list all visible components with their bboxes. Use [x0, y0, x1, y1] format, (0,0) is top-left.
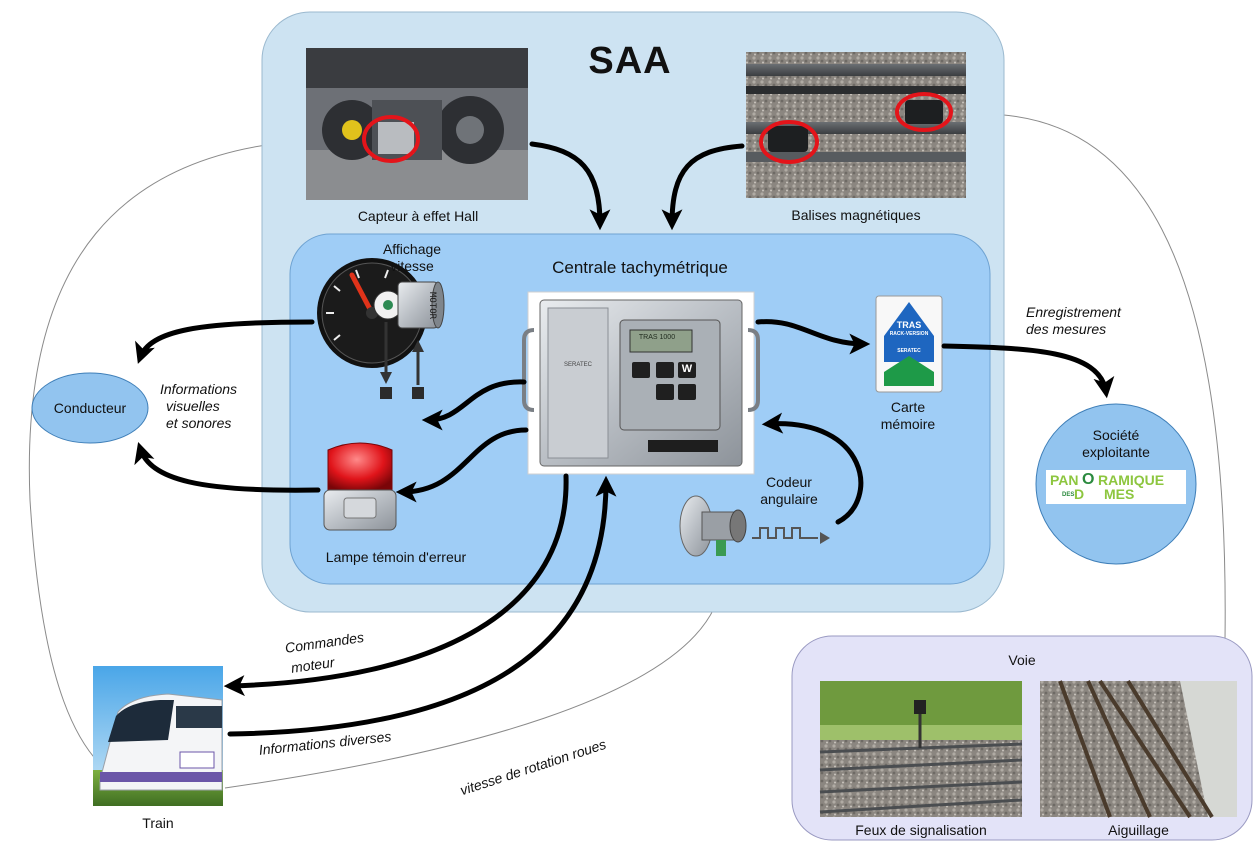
voie-photo-feux [819, 681, 1023, 817]
voie-photo-aiguillage [1040, 679, 1237, 819]
carte-label-2: mémoire [880, 416, 936, 432]
logo-d: D [1074, 486, 1085, 502]
conducteur-label: Conducteur [53, 400, 127, 416]
balises-label: Balises magnétiques [791, 207, 921, 223]
capteur-photo [306, 48, 528, 200]
train-photo [93, 666, 223, 806]
affichage-label-1: Affichage [382, 241, 442, 257]
balises-photo [746, 52, 966, 198]
arrow-capteur-centrale [529, 141, 611, 231]
affichage-label-2: vitesse [390, 258, 434, 274]
train-label: Train [142, 815, 174, 831]
device-key-w: W [681, 363, 693, 375]
carte-card-line1: TRAS [896, 320, 922, 330]
info-visuelles-2: visuelles [166, 398, 220, 414]
arrow-affichage-conducteur [135, 319, 315, 364]
arrow-carte-societe [941, 343, 1115, 399]
societe-label-1: Société [1092, 427, 1140, 443]
line-codeur-train [224, 577, 723, 789]
codeur-label-1: Codeur [766, 474, 812, 490]
voie-feux-label: Feux de signalisation [855, 822, 987, 838]
info-visuelles-1: Informations [160, 381, 238, 397]
arrow-commandes-moteur [223, 473, 569, 697]
carte-graphic [875, 295, 943, 393]
logo-des: DES [1062, 492, 1075, 498]
logo-o: O [1082, 471, 1095, 488]
arrow-centrale-affichage [421, 379, 527, 431]
capteur-label: Capteur à effet Hall [357, 208, 479, 224]
arrow-balises-centrale [661, 143, 745, 231]
affichage-graphic [317, 258, 445, 399]
saa-title: SAA [588, 40, 672, 82]
logo-mes: MES [1104, 486, 1135, 502]
codeur-graphic [679, 495, 830, 557]
societe-label-2: exploitante [1082, 444, 1150, 460]
voie-title: Voie [1008, 652, 1036, 668]
device-label: TRAS 1000 [638, 334, 676, 341]
arrow-lampe-conducteur [134, 441, 321, 493]
arrow-centrale-carte [755, 319, 871, 355]
societe-logo: PAN O RAMIQUE DES D MES [1046, 470, 1186, 504]
lampe-label: Lampe témoin d'erreur [325, 549, 467, 565]
device-brand: SERATEC [564, 362, 592, 368]
conducteur-ellipse [31, 372, 149, 444]
carte-card-line2: RACK-VERSION [889, 331, 929, 337]
arrow-informations-diverses [227, 475, 617, 737]
lampe-graphic [323, 442, 397, 531]
enregistrement-2: des mesures [1026, 321, 1107, 337]
line-capteur-train [28, 139, 316, 791]
info-visuelles-3: et sonores [166, 415, 232, 431]
voie-aiguillage-label: Aiguillage [1108, 822, 1169, 838]
carte-label-1: Carte [890, 399, 926, 415]
centrale-device [522, 291, 760, 475]
codeur-label-2: angulaire [760, 491, 818, 507]
motor-text: MOTOR [427, 292, 437, 320]
logo-pan: PAN [1050, 472, 1079, 488]
carte-card-line3: SERATEC [897, 348, 921, 354]
line-balises-voie [959, 113, 1226, 641]
enregistrement-1: Enregistrement [1026, 304, 1121, 320]
centrale-title: Centrale tachymétrique [552, 258, 728, 277]
arrow-codeur-centrale [761, 412, 864, 525]
arrow-centrale-lampe [395, 427, 529, 503]
logo-ramique: RAMIQUE [1098, 472, 1165, 488]
